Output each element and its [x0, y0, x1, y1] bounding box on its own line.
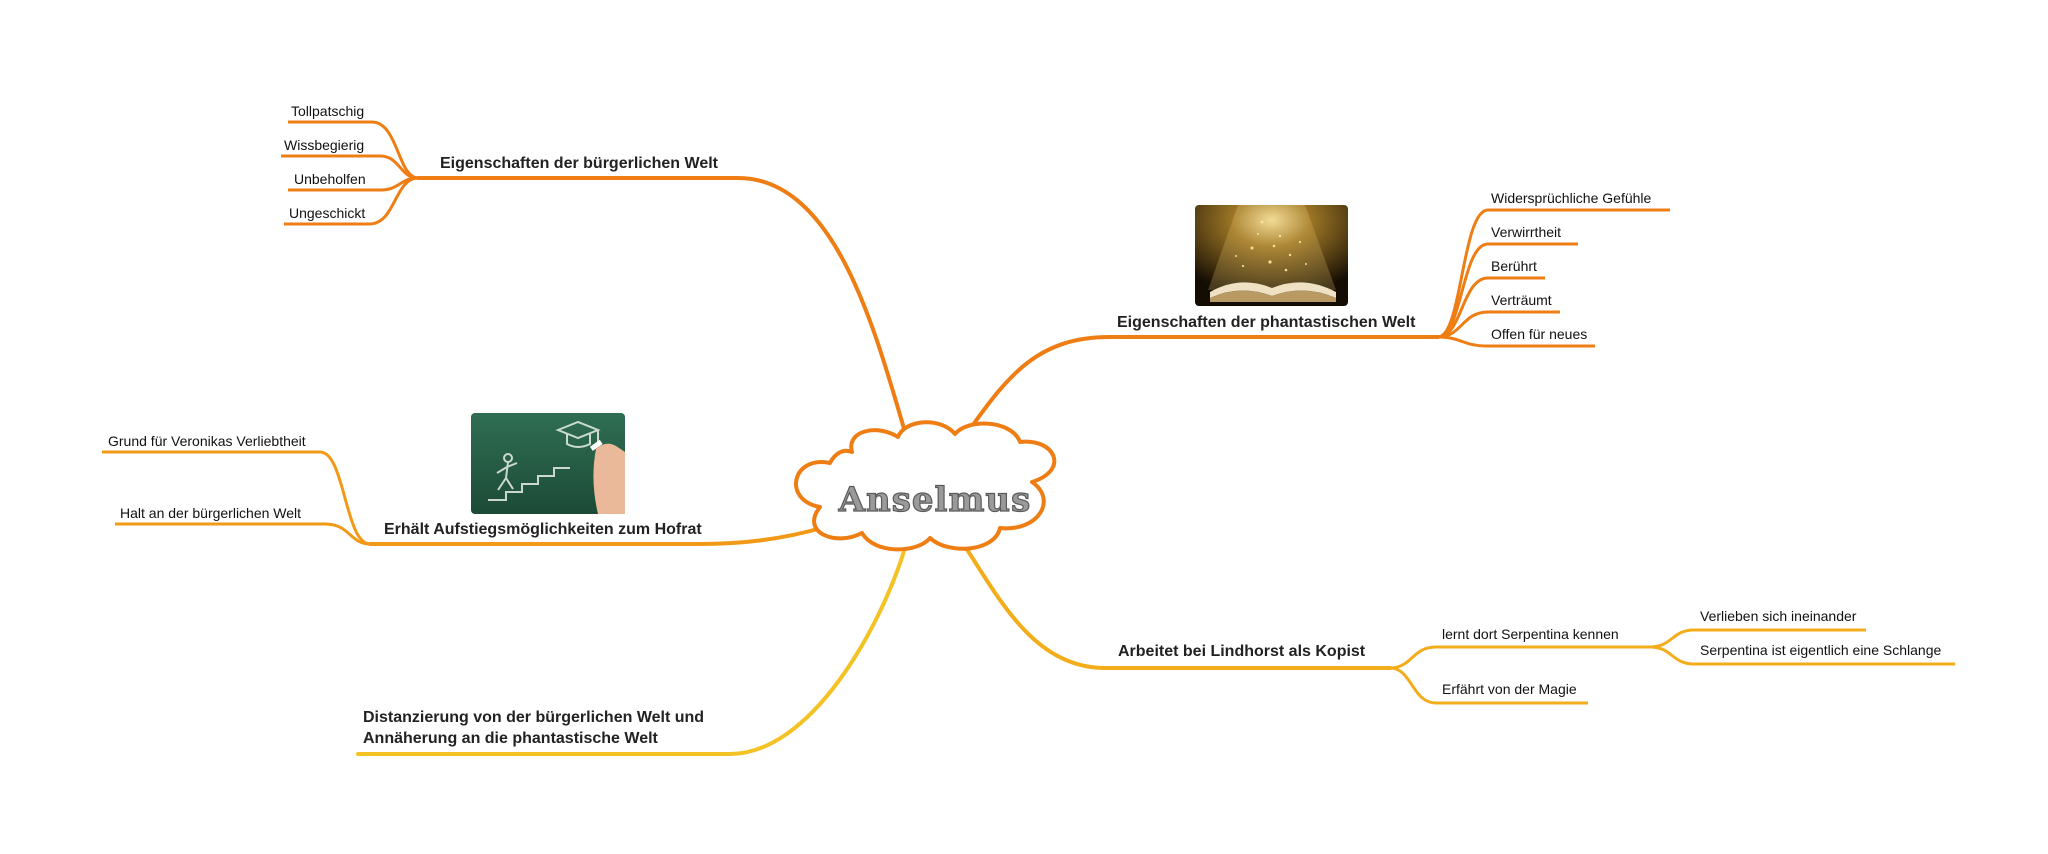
leaf-widerspruechliche-gefuehle[interactable]: Widersprüchliche Gefühle [1491, 190, 1652, 206]
connector-hofrat [368, 525, 827, 546]
leaf-tollpatschig[interactable]: Tollpatschig [291, 103, 364, 119]
connector-ungeschickt [284, 176, 419, 226]
leaf-unbeholfen[interactable]: Unbeholfen [294, 171, 366, 187]
cloud-shape [794, 420, 1057, 552]
connector-phantastisch [966, 335, 1440, 434]
connector-schlange [1649, 645, 1955, 666]
branch-label-phantastisch[interactable]: Eigenschaften der phantastischen Welt [1117, 314, 1416, 331]
connector-offen [1437, 335, 1595, 348]
node-erfaehrt-magie[interactable]: Erfährt von der Magie [1442, 681, 1577, 697]
connector-buergerlich [416, 176, 907, 434]
branch-lindhorst: Arbeitet bei Lindhorst als Kopist lernt … [964, 546, 1955, 705]
open-book-with-golden-sparkles-image[interactable] [1195, 205, 1348, 306]
connector-magie [1389, 666, 1588, 705]
branch-label-lindhorst[interactable]: Arbeitet bei Lindhorst als Kopist [1118, 643, 1366, 660]
branch-phantastische-welt: Eigenschaften der phantastischen Welt Wi… [966, 190, 1670, 434]
branch-hofrat: Erhält Aufstiegsmöglichkeiten zum Hofrat… [102, 413, 827, 546]
branch-label-distanzierung-line1[interactable]: Distanzierung von der bürgerlichen Welt … [363, 709, 704, 726]
connector-lindhorst [964, 546, 1392, 670]
leaf-offen-fuer-neues[interactable]: Offen für neues [1491, 326, 1587, 342]
connector-halt [115, 522, 371, 546]
branch-buergerliche-welt: Eigenschaften der bürgerlichen Welt Toll… [281, 103, 907, 434]
branch-label-distanzierung-line2[interactable]: Annäherung an die phantastische Welt [363, 730, 659, 747]
node-serpentina-kennen[interactable]: lernt dort Serpentina kennen [1442, 626, 1619, 642]
leaf-serpentina-schlange[interactable]: Serpentina ist eigentlich eine Schlange [1700, 642, 1941, 658]
leaf-vertraeumt[interactable]: Verträumt [1491, 292, 1552, 308]
central-topic-cloud[interactable]: Anselmus [794, 420, 1057, 552]
branch-distanzierung: Distanzierung von der bürgerlichen Welt … [356, 546, 907, 756]
leaf-verlieben-sich[interactable]: Verlieben sich ineinander [1700, 608, 1857, 624]
leaf-beruehrt[interactable]: Berührt [1491, 258, 1537, 274]
leaf-wissbegierig[interactable]: Wissbegierig [284, 137, 364, 153]
leaf-ungeschickt[interactable]: Ungeschickt [289, 205, 365, 221]
leaf-grund-veronikas-verliebtheit[interactable]: Grund für Veronikas Verliebtheit [108, 433, 306, 449]
branch-label-hofrat[interactable]: Erhält Aufstiegsmöglichkeiten zum Hofrat [384, 521, 702, 538]
connector-veronika [102, 450, 371, 546]
central-topic-label[interactable]: Anselmus [837, 479, 1032, 520]
connector-beruehrt [1437, 276, 1545, 339]
connector-serpentina [1389, 645, 1650, 670]
leaf-verwirrtheit[interactable]: Verwirrtheit [1491, 224, 1561, 240]
connector-distanzierung [356, 546, 907, 756]
chalkboard-stairs-graduation-cap-image[interactable] [471, 413, 625, 514]
branch-label-buergerlich[interactable]: Eigenschaften der bürgerlichen Welt [440, 155, 719, 172]
leaf-halt-buergerliche-welt[interactable]: Halt an der bürgerlichen Welt [120, 505, 301, 521]
